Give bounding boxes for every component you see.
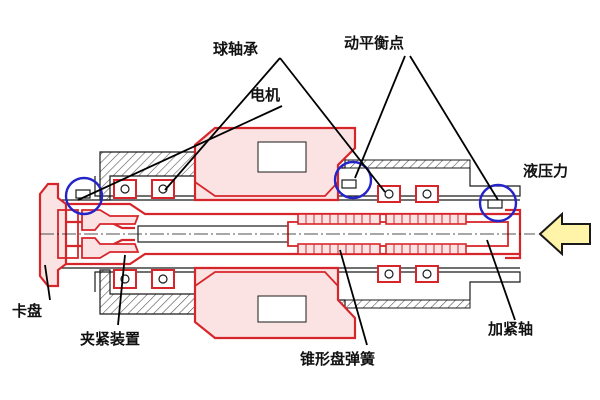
label-hydraulic-force: 液压力 [523,162,569,180]
bearing-rear-upper-2 [415,185,439,203]
disc-spring-ticks [305,214,459,254]
bearing-rear-lower-2 [415,265,439,283]
label-motor: 电机 [250,86,281,104]
hydraulic-force-arrow [538,211,591,257]
label-balance-points: 动平衡点 [344,34,405,52]
motor-lower [193,266,357,340]
bearing-front-upper-1 [113,179,137,199]
leader-balance-1 [354,55,406,179]
balance-point-rear [478,183,518,223]
leader-balance-2 [409,55,499,201]
bearing-front-upper-2 [151,179,175,199]
label-chuck: 卡盘 [12,302,43,320]
leader-motor [77,105,283,201]
leader-clamping-shaft [486,239,516,321]
leader-chuck [44,264,51,301]
label-clamping-shaft: 加紧轴 [488,320,534,338]
balance-point-circles [64,160,518,223]
bearing-front-lower-2 [151,269,175,289]
clamping-device [81,209,140,259]
clamping-shaft [40,221,535,247]
leader-lines [44,55,516,346]
leader-bearing-2 [279,57,386,193]
balance-point-front [64,176,104,216]
balance-point-middle [333,160,373,200]
motor-upper [193,126,357,202]
label-disc-spring: 锥形盘弹簧 [300,350,376,368]
leader-bearing-1 [164,57,281,191]
label-clamping-device: 夹紧装置 [80,330,141,348]
bearing-front-lower-1 [113,269,137,289]
bearing-rear-lower-1 [377,265,401,283]
leader-disc-spring [339,249,368,346]
label-ball-bearing: 球轴承 [213,40,259,58]
ball-bearings [113,179,439,289]
leader-clamping-device [117,254,126,326]
